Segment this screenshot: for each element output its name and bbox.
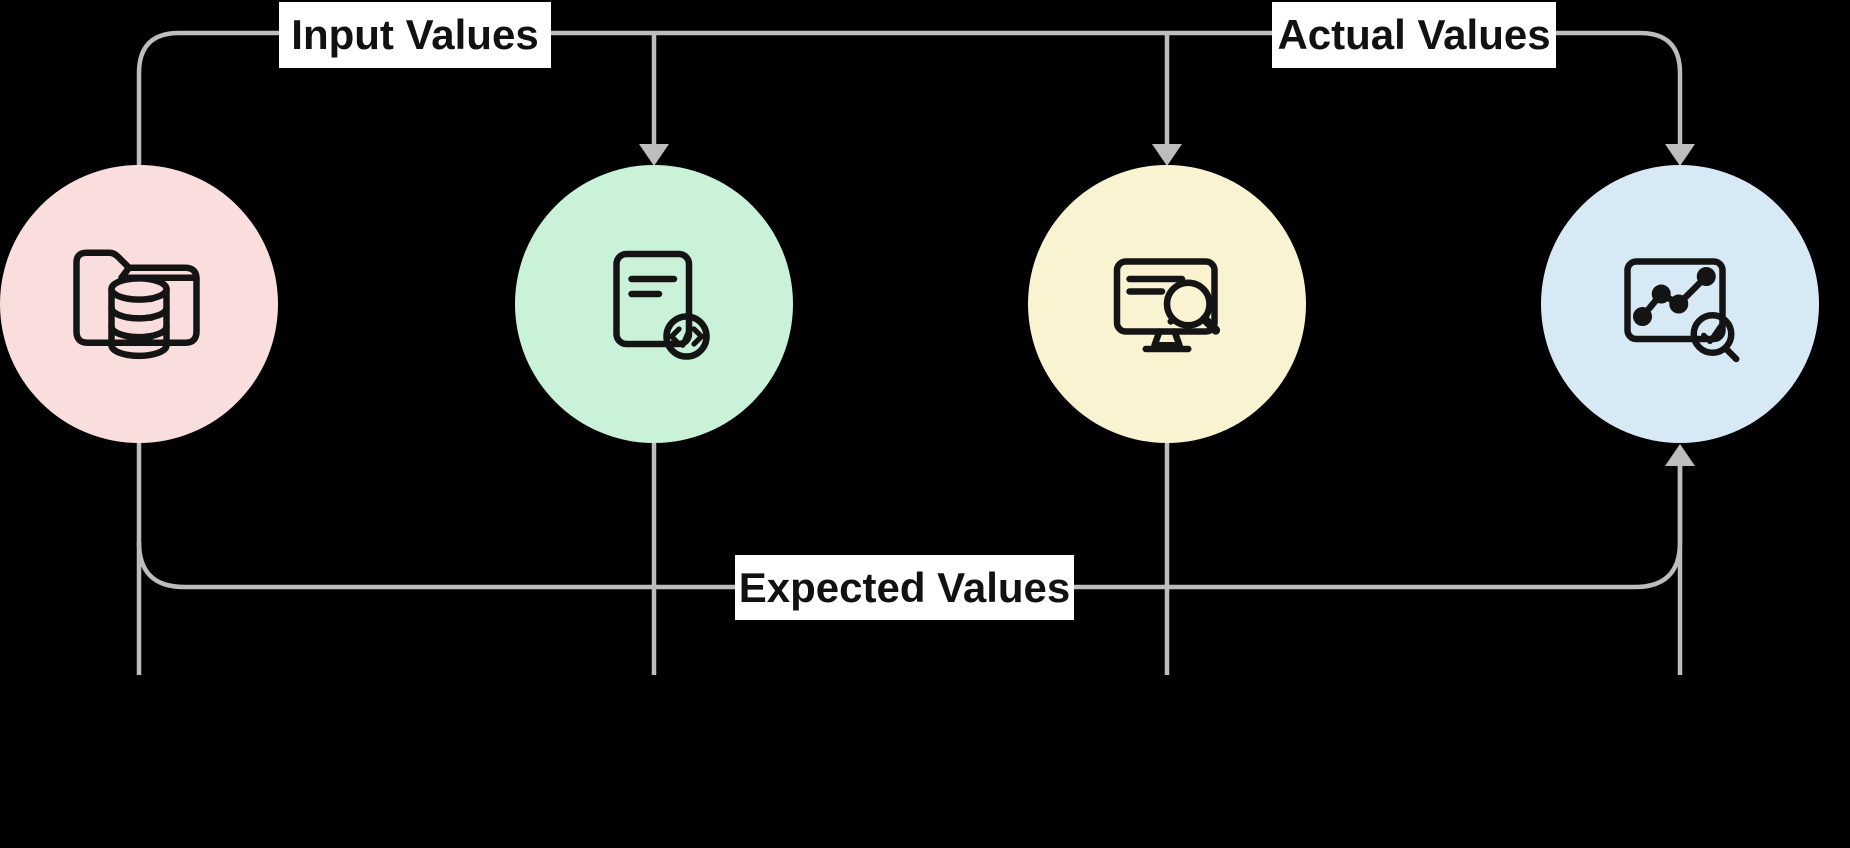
node-circle [515, 165, 793, 443]
arrowhead-into-yellow [1152, 144, 1182, 166]
expected-values-label: Expected Values [735, 555, 1074, 620]
arrowhead-into-green [639, 144, 669, 166]
folder-database-icon [73, 249, 200, 360]
actual-values-label: Actual Values [1272, 2, 1556, 68]
node-test-script [515, 165, 793, 443]
node-data-source [0, 165, 278, 443]
input-actual-connector [136, 30, 1683, 167]
node-result-validation [1541, 165, 1819, 443]
document-code-icon [613, 250, 710, 360]
input-values-label: Input Values [279, 2, 551, 68]
monitor-magnifier-icon [1113, 258, 1221, 353]
expected-values-connector [136, 466, 1683, 590]
connector-lines [136, 30, 1695, 675]
chart-checkmark-icon [1624, 258, 1740, 363]
arrowhead-into-blue-bottom [1665, 444, 1695, 466]
node-test-execution [1028, 165, 1306, 443]
arrowhead-into-blue-top [1665, 144, 1695, 166]
node-circle [0, 165, 278, 443]
